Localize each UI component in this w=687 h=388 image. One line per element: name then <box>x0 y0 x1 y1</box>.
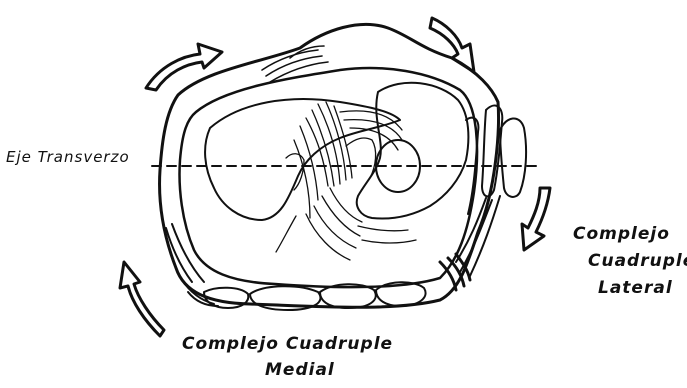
tibial-plateau-outline <box>160 24 499 307</box>
lateral-meniscus <box>357 83 469 219</box>
lateral-complex-label-line2: Cuadruple <box>588 253 687 270</box>
medial-complex-label-line2: Medial <box>265 362 335 379</box>
rotation-arrow-icon <box>120 18 550 336</box>
transverse-axis-label: Eje Transverzo <box>6 150 130 165</box>
cruciate-ligaments <box>276 102 416 260</box>
lateral-capsule-structures <box>440 106 526 290</box>
medial-meniscus <box>205 99 400 220</box>
lateral-complex-label-line1: Complejo <box>573 226 670 243</box>
lateral-complex-label-line3: Lateral <box>598 280 673 297</box>
medial-complex-label-line1: Complejo Cuadruple <box>182 336 393 353</box>
